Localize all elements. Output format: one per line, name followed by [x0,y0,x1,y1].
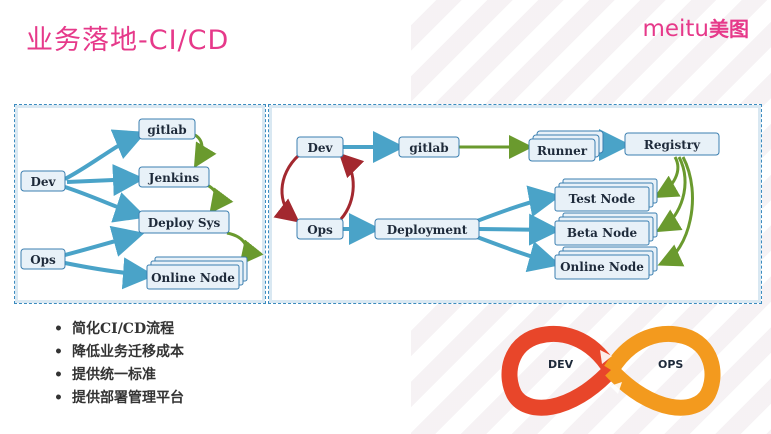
slide-title: 业务落地-CI/CD [26,25,230,56]
node-online-node: Online Node [146,256,248,290]
svg-text:gitlab: gitlab [147,123,186,137]
svg-text:Runner: Runner [537,144,588,158]
bullet-item: •提供统一标准 [54,364,184,387]
arrow-ops-deploy [64,225,145,257]
devops-ops-loop [604,325,721,416]
left-diagram: Dev Ops gitlab Jenkins Deploy Sys Online… [20,118,264,290]
node-dev: Dev [296,136,344,158]
arrow-dev-gitlab [64,129,147,181]
node-ops: Ops [20,248,66,270]
svg-text:Ops: Ops [30,253,56,267]
arrow-ops-online [64,257,155,290]
node-online-node: Online Node [554,246,658,280]
svg-text:gitlab: gitlab [409,141,448,155]
arrow-registry-beta [655,156,687,233]
devops-infinity-loop: DEV OPS [501,325,721,416]
arrow-gitlab-jenkins [193,133,217,169]
bullet-dot-icon: • [54,321,63,337]
arrow-dev-jenkins [66,164,145,197]
arrow-registry-online [657,156,694,267]
bullet-item: •简化CI/CD流程 [54,318,184,341]
node-registry: Registry [624,132,720,156]
svg-text:Online Node: Online Node [151,271,235,285]
node-jenkins: Jenkins [138,166,210,188]
right-diagram: Dev Ops gitlab Runner Registry Deploymen… [273,129,720,280]
arrow-deployment-online [476,235,561,273]
node-dev: Dev [20,170,66,192]
svg-text:Beta Node: Beta Node [567,226,638,240]
node-deployment: Deployment [374,218,480,240]
bullet-dot-icon: • [54,344,63,360]
svg-text:Dev: Dev [30,175,56,189]
node-ops: Ops [296,218,344,240]
node-runner: Runner [528,130,604,162]
svg-text:Jenkins: Jenkins [148,171,200,185]
bullet-dot-icon: • [54,367,63,383]
bullet-item: •提供部署管理平台 [54,387,184,410]
right-diagram-panel: Dev Ops gitlab Runner Registry Deploymen… [268,104,762,304]
devops-ops-label: OPS [658,358,683,371]
arrow-dev-deploy [64,185,147,223]
devops-arrow-icon [600,350,612,364]
svg-text:Ops: Ops [307,223,333,237]
node-gitlab: gitlab [138,118,196,140]
arrow-deployment-test [476,185,561,223]
node-gitlab: gitlab [398,136,460,158]
arrow-ops-dev-loop-right [338,152,365,220]
svg-text:Dev: Dev [307,141,333,155]
bullet-item: •降低业务迁移成本 [54,341,184,364]
node-beta-node: Beta Node [554,212,658,246]
brand-logo: meitu美图 [642,13,749,42]
arrow-deployment-beta [478,213,561,246]
bullet-list: •简化CI/CD流程 •降低业务迁移成本 •提供统一标准 •提供部署管理平台 [54,318,184,410]
brand-cn: 美图 [709,17,749,41]
arrow-dev-ops-loop-left [273,153,301,223]
svg-text:Test Node: Test Node [569,192,636,206]
svg-text:Deployment: Deployment [387,223,468,237]
arrow-registry-test [653,156,681,198]
svg-text:Deploy Sys: Deploy Sys [148,216,221,230]
node-test-node: Test Node [554,178,658,212]
devops-dev-label: DEV [548,358,574,371]
node-deploy-sys: Deploy Sys [138,210,230,234]
devops-dev-loop [501,325,618,416]
devops-arrow-icon [610,382,622,394]
svg-text:Online Node: Online Node [560,260,644,274]
left-diagram-panel: Dev Ops gitlab Jenkins Deploy Sys Online… [14,104,266,304]
bullet-dot-icon: • [54,390,63,406]
arrow-jenkins-deploy [206,183,234,214]
svg-text:Registry: Registry [644,138,701,152]
brand-latin: meitu [642,16,709,42]
